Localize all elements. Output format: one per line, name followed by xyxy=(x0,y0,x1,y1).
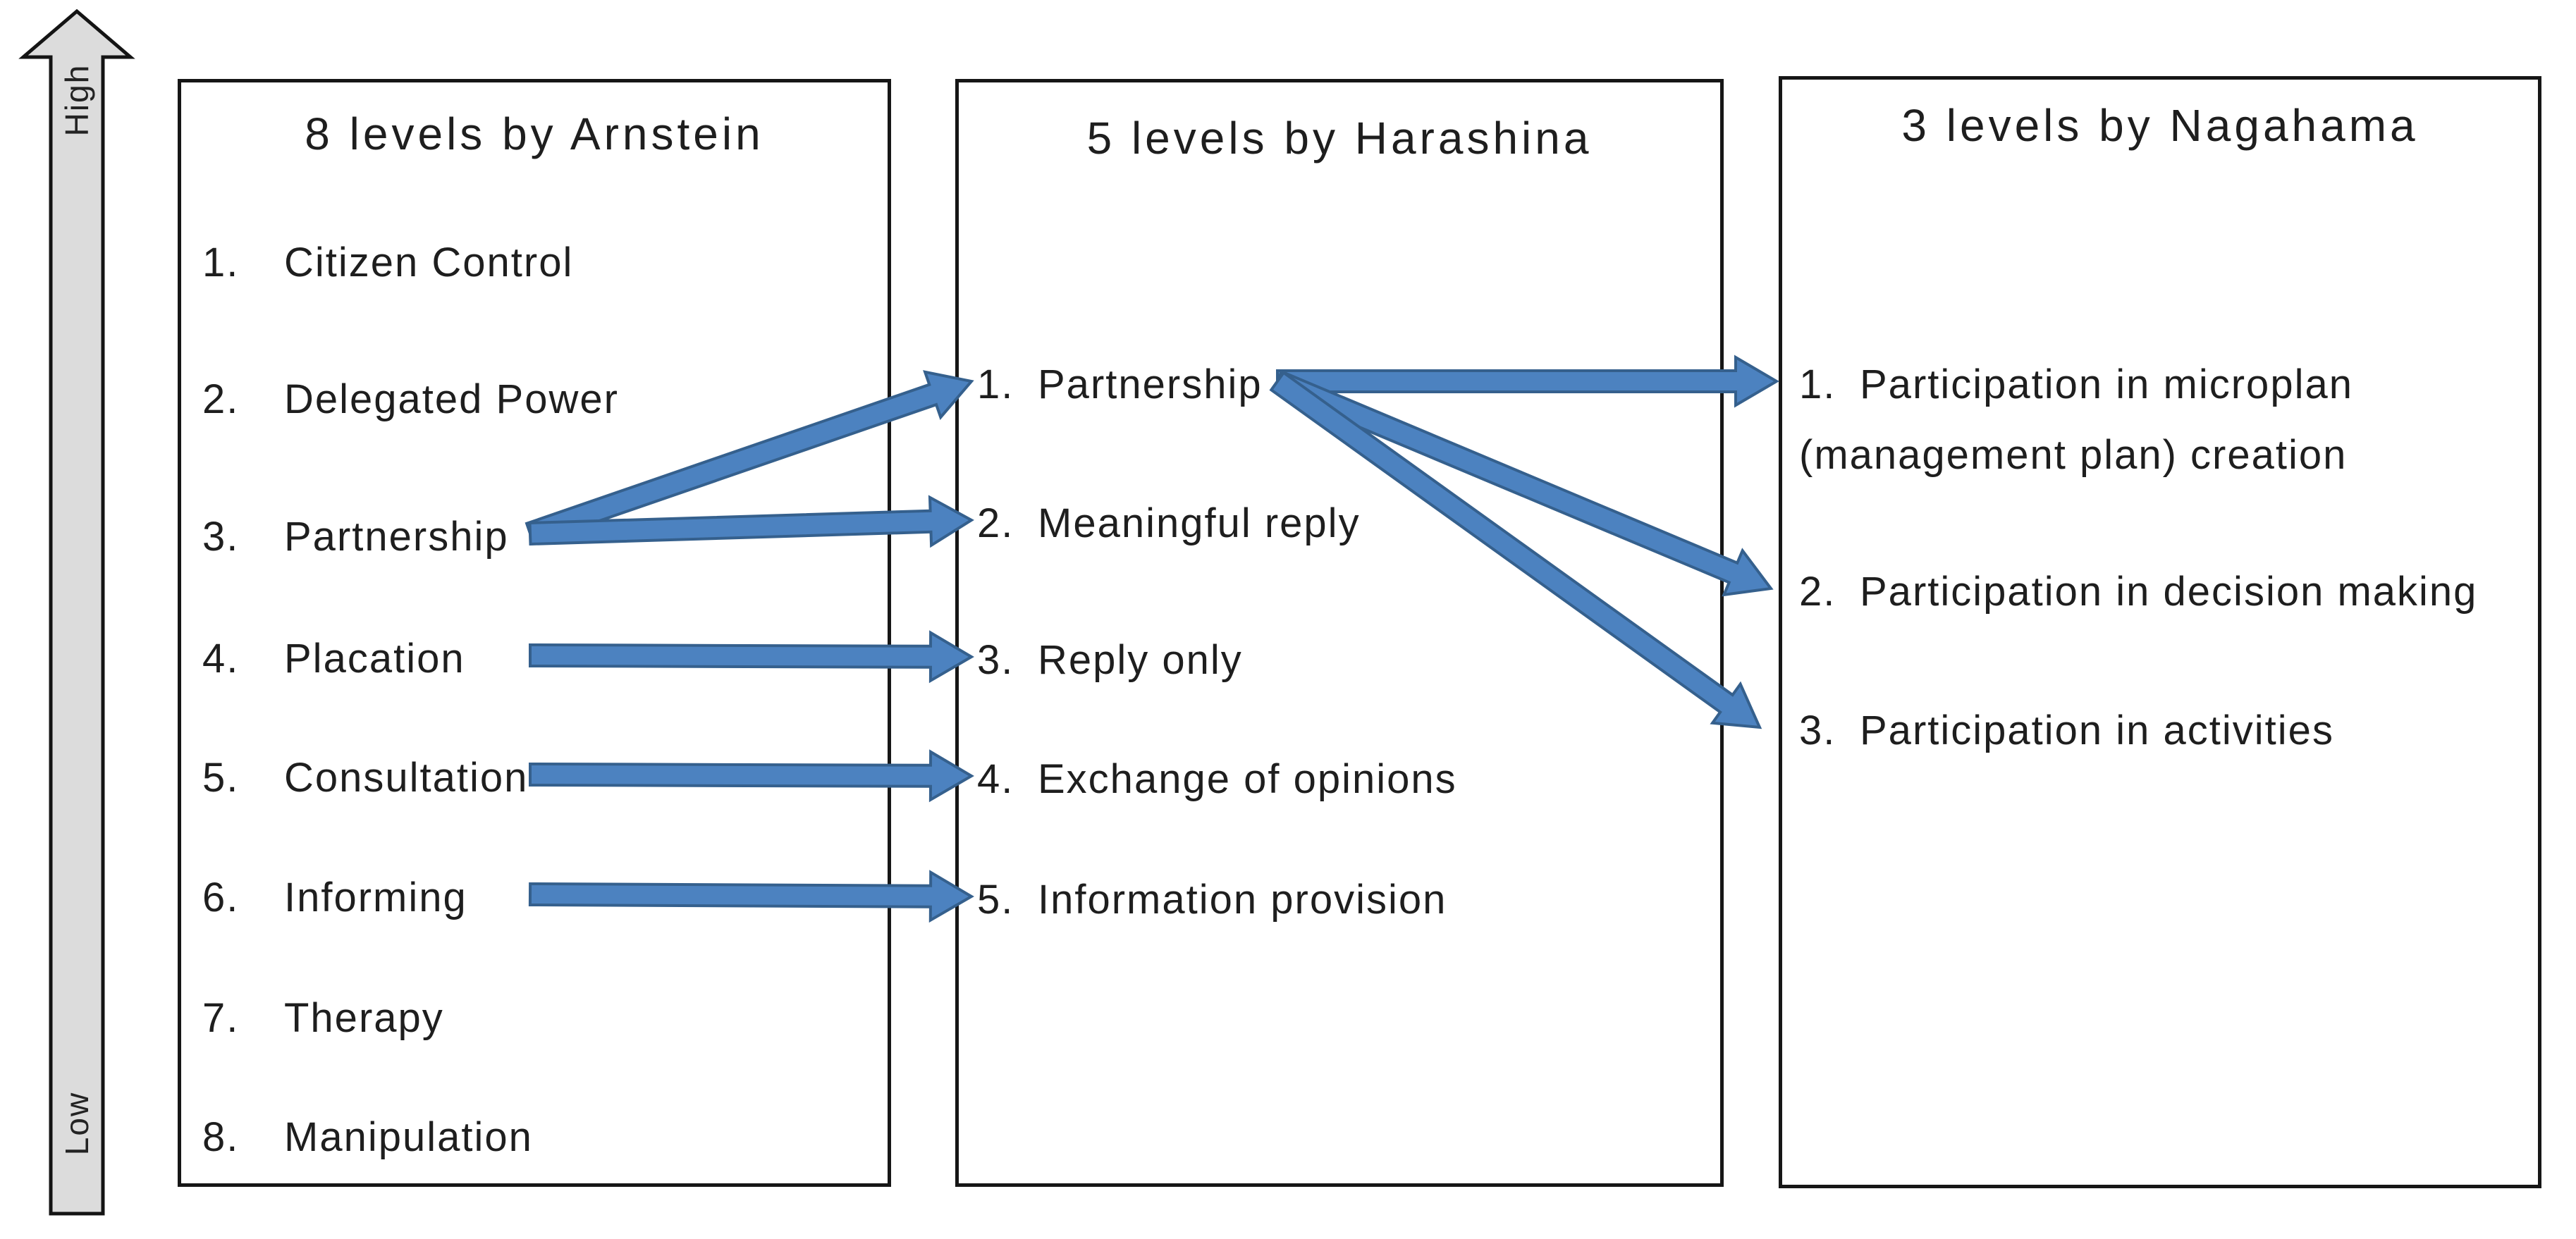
item-label: Exchange of opinions xyxy=(1038,756,1457,802)
item-label: Partnership xyxy=(284,514,509,560)
level-item-arnstein-7: 7. Therapy xyxy=(202,996,444,1041)
item-number: 4. xyxy=(977,756,1014,802)
item-label: Participation in microplan (management p… xyxy=(1799,362,2353,478)
column-title-harashina: 5 levels by Harashina xyxy=(1086,113,1593,164)
level-item-harashina-5: 5. Information provision xyxy=(977,877,1447,923)
level-item-harashina-2: 2. Meaningful reply xyxy=(977,501,1361,546)
level-item-arnstein-8: 8. Manipulation xyxy=(202,1115,533,1160)
column-harashina: 5 levels by Harashina 1. Partnership 2. Mea… xyxy=(955,79,1724,1187)
item-label: Placation xyxy=(284,636,465,682)
item-label: Manipulation xyxy=(284,1114,533,1160)
item-number: 4. xyxy=(202,636,240,682)
column-title-arnstein: 8 levels by Arnstein xyxy=(305,109,764,159)
level-item-nagahama-3: 3. Participation in activities xyxy=(1799,708,2334,753)
item-label: Information provision xyxy=(1038,877,1447,923)
item-number: 8. xyxy=(202,1114,240,1160)
item-label: Delegated Power xyxy=(284,376,619,422)
scale-low-label: Low xyxy=(59,1091,95,1156)
item-label: Participation in activities xyxy=(1860,708,2334,753)
column-nagahama: 3 levels by Nagahama 1.Participation in … xyxy=(1779,76,2541,1188)
level-item-harashina-1: 1. Partnership xyxy=(977,362,1263,407)
item-number: 3. xyxy=(202,514,240,560)
level-item-arnstein-3: 3. Partnership xyxy=(202,514,509,560)
level-item-arnstein-1: 1. Citizen Control xyxy=(202,240,573,285)
scale-arrow xyxy=(18,8,135,1216)
item-number: 1. xyxy=(1799,362,1836,407)
item-label: Meaningful reply xyxy=(1038,500,1361,546)
item-label: Partnership xyxy=(1038,362,1263,407)
item-number: 7. xyxy=(202,995,240,1041)
item-label: Consultation xyxy=(284,755,529,801)
item-label: Participation in decision making xyxy=(1860,569,2478,615)
item-number: 1. xyxy=(977,362,1014,407)
level-item-arnstein-4: 4. Placation xyxy=(202,636,465,682)
item-number: 5. xyxy=(977,877,1014,923)
scale-high-label: High xyxy=(59,63,95,137)
level-item-nagahama-2: 2. Participation in decision making xyxy=(1799,569,2477,615)
item-number: 3. xyxy=(1799,708,1836,753)
level-item-arnstein-5: 5. Consultation xyxy=(202,756,528,801)
level-item-arnstein-2: 2. Delegated Power xyxy=(202,377,619,422)
level-item-harashina-3: 3. Reply only xyxy=(977,638,1243,683)
item-label: Informing xyxy=(284,875,467,920)
level-item-nagahama-1: 1.Participation in microplan (management… xyxy=(1799,350,2353,491)
item-number: 2. xyxy=(977,500,1014,546)
item-label: Therapy xyxy=(284,995,444,1041)
item-number: 3. xyxy=(977,637,1014,683)
column-arnstein: 8 levels by Arnstein 1. Citizen Control 2.… xyxy=(178,79,891,1187)
item-number: 2. xyxy=(1799,569,1836,615)
level-item-harashina-4: 4. Exchange of opinions xyxy=(977,757,1457,802)
column-title-nagahama: 3 levels by Nagahama xyxy=(1901,100,2419,151)
item-number: 1. xyxy=(202,240,240,285)
item-label: Citizen Control xyxy=(284,240,574,285)
item-number: 6. xyxy=(202,875,240,920)
item-number: 2. xyxy=(202,376,240,422)
item-number: 5. xyxy=(202,755,240,801)
item-label: Reply only xyxy=(1038,637,1243,683)
level-item-arnstein-6: 6. Informing xyxy=(202,875,467,920)
